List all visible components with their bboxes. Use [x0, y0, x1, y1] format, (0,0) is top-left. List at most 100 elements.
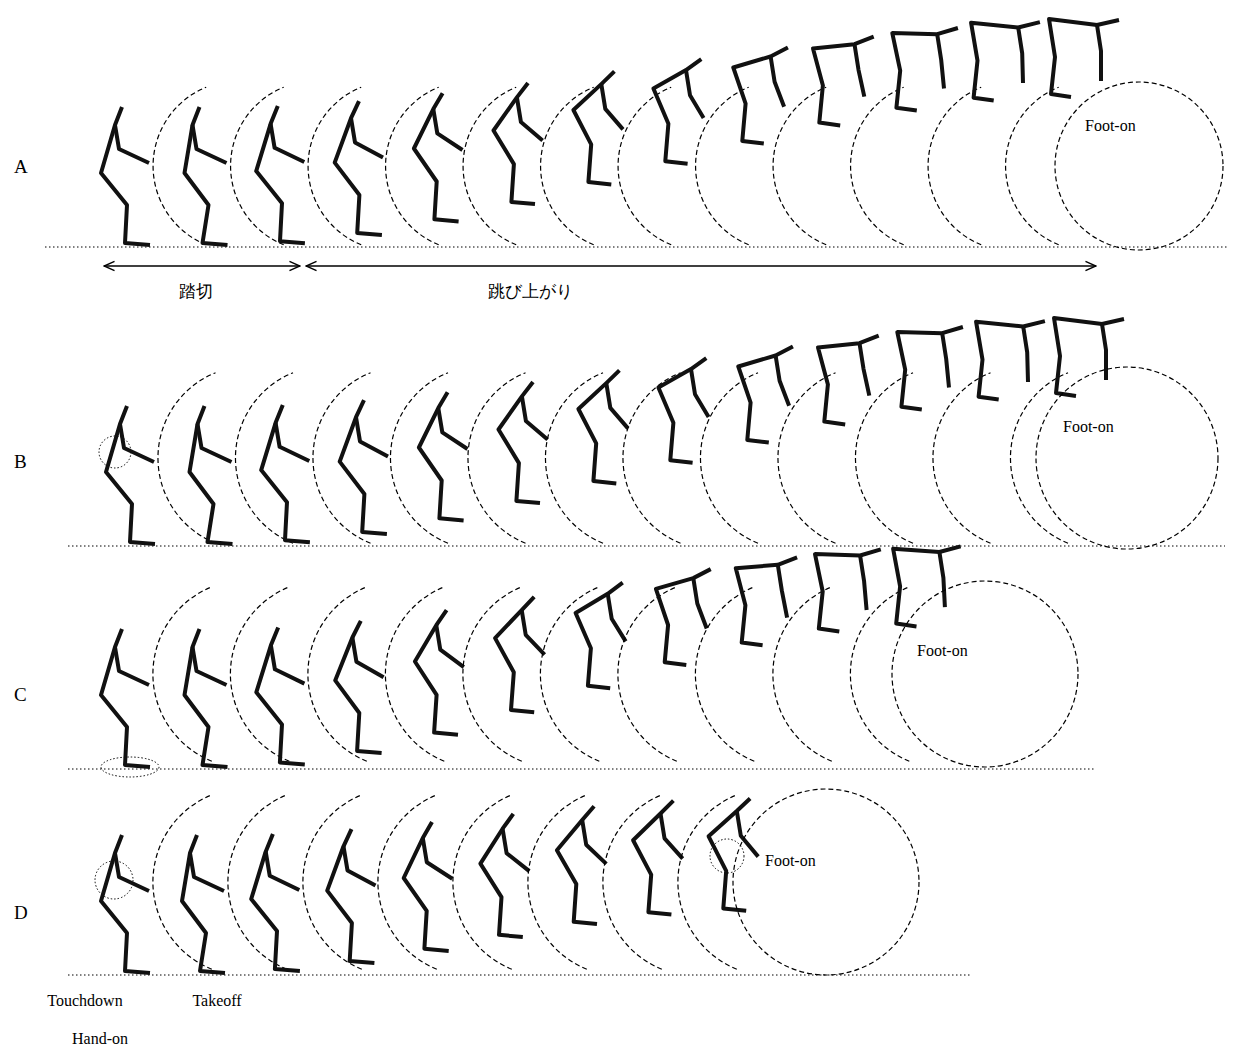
stick-figure	[261, 405, 310, 542]
stick-figure	[733, 47, 788, 143]
stick-figure	[335, 621, 383, 753]
ball-trace-arc	[928, 87, 981, 245]
figure-arm	[193, 125, 227, 163]
figure-body	[738, 346, 793, 442]
figure-arm	[271, 645, 305, 683]
stick-figure	[738, 346, 793, 442]
stick-figure	[499, 382, 548, 503]
figure-body	[573, 71, 614, 184]
ball-trace-arc	[618, 587, 677, 761]
stick-figure	[976, 321, 1045, 400]
figure-arm	[1102, 324, 1106, 380]
figure-arm	[115, 125, 149, 163]
node-label: Foot-on	[765, 852, 816, 870]
stick-figure	[815, 549, 881, 631]
figure-body	[419, 392, 464, 520]
event-label: Hand-on	[72, 1030, 128, 1048]
figure-arm	[351, 118, 383, 157]
figure-arm	[352, 638, 383, 678]
figure-arm	[115, 647, 149, 685]
figure-arm	[855, 44, 865, 96]
stick-figure	[494, 83, 543, 204]
figure-body	[578, 370, 619, 483]
figure-body	[1049, 19, 1119, 97]
figure-body	[327, 829, 374, 963]
circle-outline-path	[1055, 82, 1223, 250]
stick-figure	[404, 822, 453, 951]
stick-figure	[327, 829, 375, 963]
stick-figure	[340, 400, 388, 534]
event-label: Touchdown	[47, 992, 122, 1010]
figure-arm	[1097, 25, 1101, 81]
ball-circle: Foot-on	[732, 788, 920, 976]
row-letter: D	[14, 903, 28, 924]
figure-body	[190, 406, 233, 544]
ball-trace-arc	[850, 587, 909, 761]
stick-figure	[709, 799, 759, 911]
figure-body	[1054, 318, 1124, 396]
row-letter: B	[14, 452, 27, 473]
figure-arm	[190, 853, 224, 891]
circle-outline-path	[733, 789, 919, 975]
stick-figure	[414, 93, 463, 221]
stick-figure	[813, 37, 874, 126]
figure-arm	[522, 396, 548, 439]
figure-body	[256, 628, 305, 765]
figure-arm	[693, 578, 706, 628]
ball-circle: Foot-on	[1035, 366, 1219, 550]
stick-figure	[573, 71, 623, 184]
figure-arm	[942, 333, 949, 387]
ball-trace-arc	[851, 87, 904, 245]
figure-arm	[356, 417, 388, 456]
figure-body	[897, 327, 963, 410]
ball-trace-arc	[158, 373, 216, 544]
stick-figure	[185, 107, 228, 245]
figure-body	[335, 621, 381, 753]
stick-figure	[106, 406, 155, 544]
phase-label: 跳び上がり	[488, 283, 573, 302]
figure-body	[971, 22, 1040, 101]
stick-figure	[101, 835, 150, 973]
figure-arm	[198, 424, 232, 462]
figure-body	[813, 37, 874, 126]
ball-circle: Foot-on	[891, 580, 1079, 768]
figure-body	[106, 406, 155, 544]
figure-arm	[661, 814, 683, 859]
stick-figure	[190, 406, 233, 544]
figure-arm	[120, 424, 154, 462]
figure-body	[414, 93, 459, 221]
stick-figure	[256, 106, 305, 243]
figure-body	[653, 59, 701, 164]
figure-body	[893, 546, 961, 626]
stick-figure	[419, 392, 468, 520]
figure-arm	[1018, 28, 1023, 84]
figure-arm	[686, 70, 704, 118]
figure-arm	[778, 565, 787, 618]
stick-figure	[256, 628, 305, 765]
phase-bracket	[104, 265, 1096, 266]
figure-arm	[691, 369, 709, 417]
figure-arm	[606, 383, 628, 428]
figure-body	[335, 101, 382, 235]
ball-trace-arc	[453, 795, 512, 969]
stick-figure	[251, 834, 300, 971]
figure-arm	[860, 343, 870, 396]
stick-figure	[415, 610, 464, 735]
stick-figure	[892, 28, 958, 111]
figure-body	[557, 806, 597, 924]
figure-arm	[601, 84, 623, 129]
stick-figure	[1054, 318, 1124, 396]
figure-arm	[115, 853, 149, 891]
stick-figure	[101, 107, 150, 245]
figure-body	[576, 583, 623, 689]
figure-arm	[276, 423, 310, 461]
stick-figure	[893, 546, 961, 626]
figure-body	[494, 83, 536, 204]
figure-body	[256, 106, 305, 243]
figure-arm	[436, 625, 464, 667]
stick-figure	[185, 629, 228, 767]
figure-body	[251, 834, 300, 971]
figure-body	[404, 822, 449, 951]
figure-body	[101, 629, 150, 767]
